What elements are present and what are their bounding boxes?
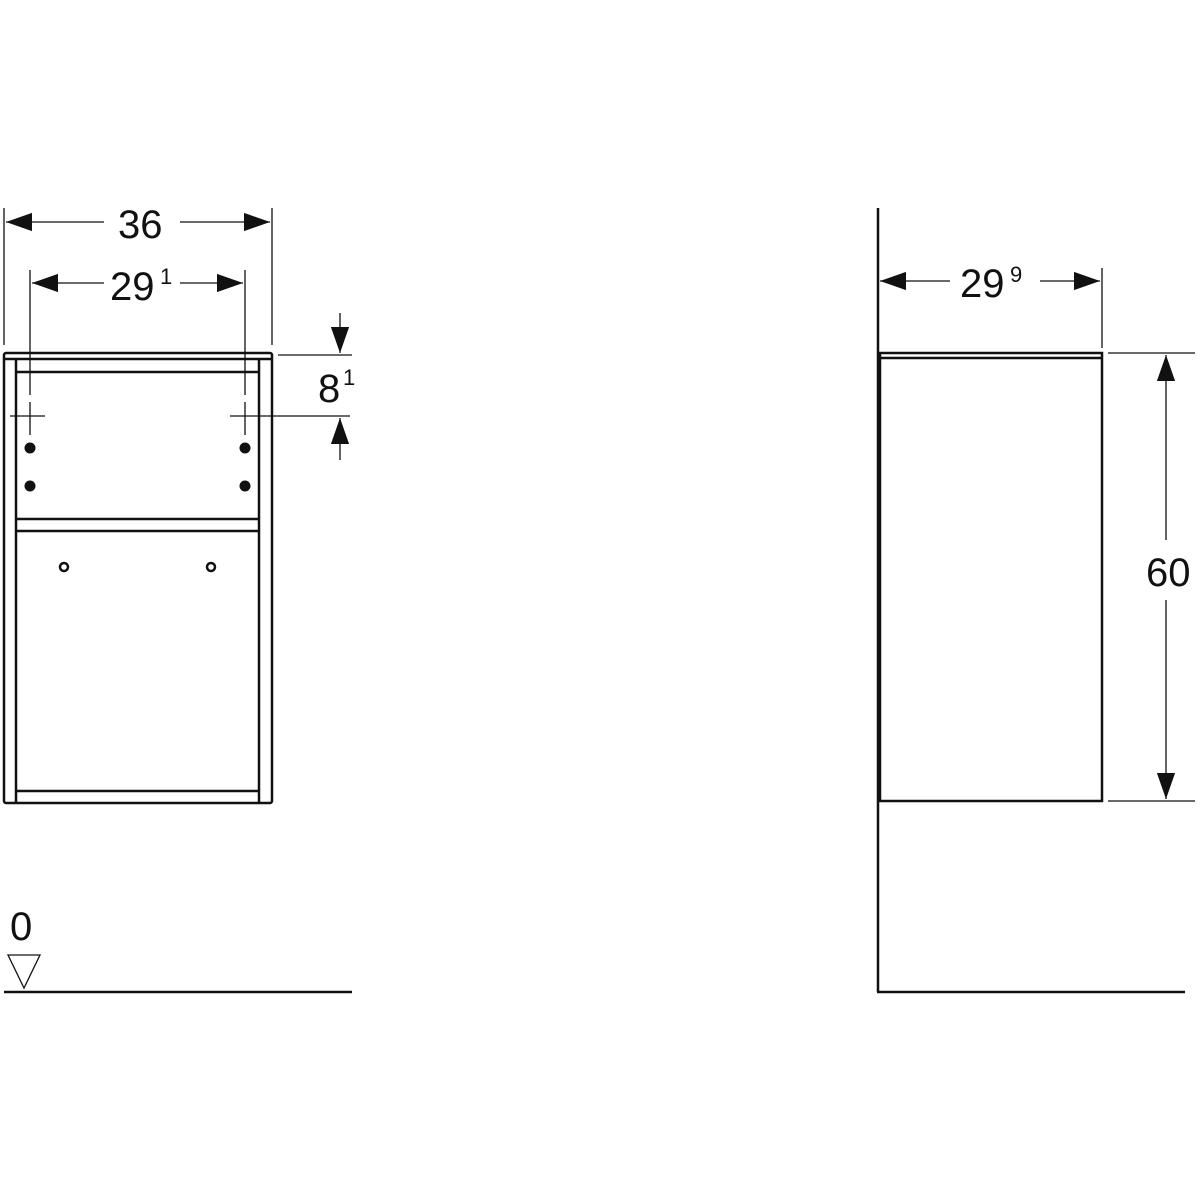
extension-lines	[3, 208, 352, 435]
extension-lines-side	[1101, 268, 1195, 802]
hole-offset-sup: 1	[343, 365, 355, 390]
hole-spacing-label: 29	[110, 265, 155, 309]
handle-points	[58, 561, 217, 573]
mounting-holes	[24, 442, 251, 492]
width-label: 36	[118, 203, 163, 247]
cabinet-front	[2, 351, 274, 805]
depth-sup: 9	[1010, 262, 1022, 287]
hole-spacing-sup: 1	[160, 264, 172, 289]
front-view	[2, 208, 352, 994]
side-view	[876, 208, 1195, 994]
cabinet-side	[878, 351, 1104, 803]
hole-offset-label: 8	[318, 367, 340, 411]
height-label: 60	[1146, 551, 1191, 595]
level-marker-icon	[6, 954, 42, 990]
depth-label: 29	[960, 262, 1005, 306]
floor-level-label: 0	[10, 905, 32, 949]
